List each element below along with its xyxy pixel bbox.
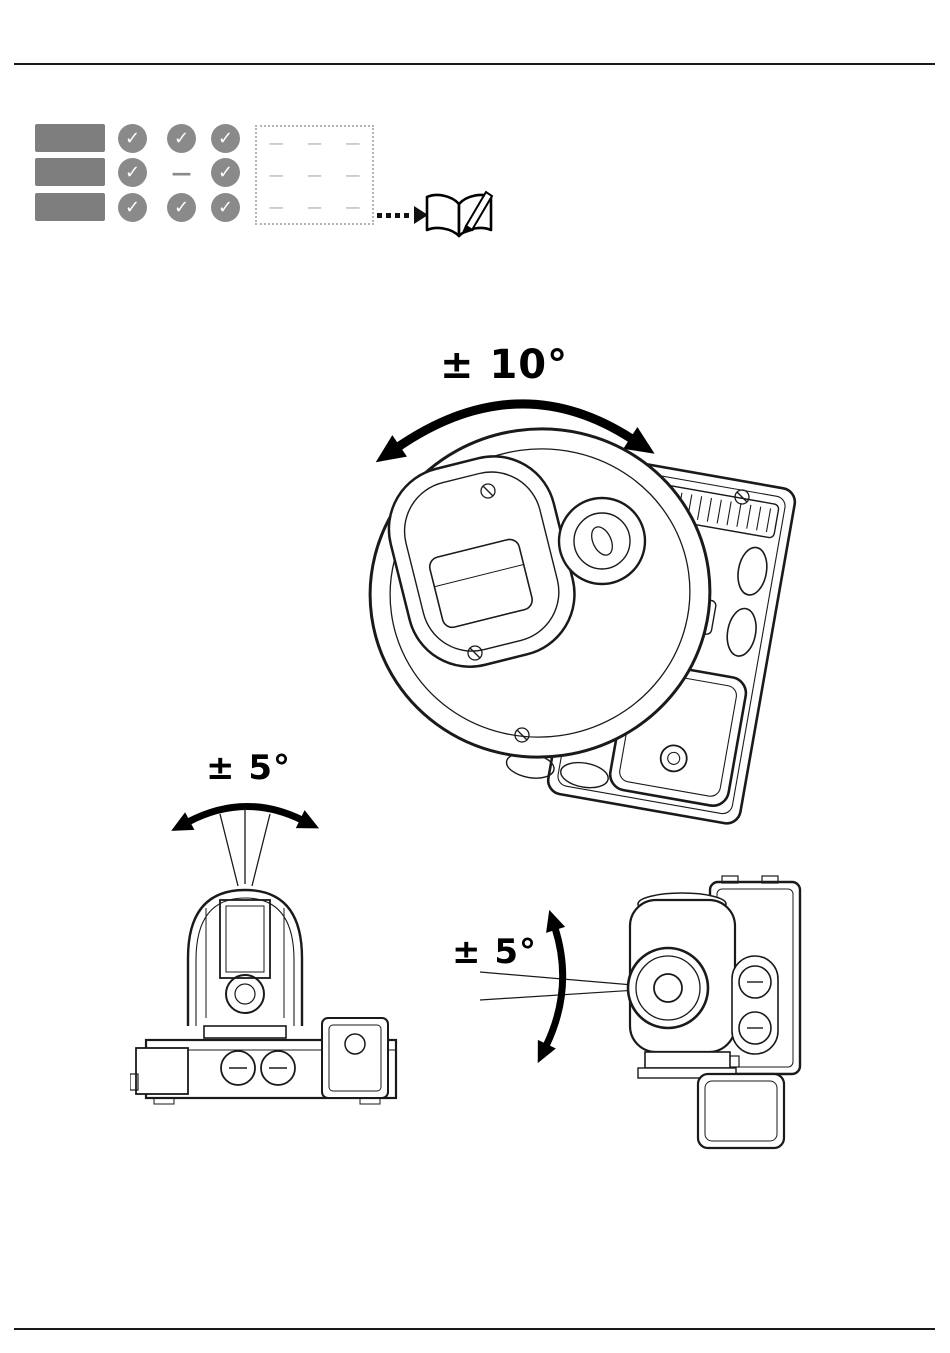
compatibility-legend: ✓ ✓ ✓ ✓ — ✓ ✓ ✓ ✓ — — — — — — — — — — [30, 118, 505, 250]
gray-bar — [35, 124, 105, 152]
check-icon: ✓ — [118, 193, 147, 222]
screw-icons — [467, 483, 750, 743]
lens-drawing — [626, 946, 710, 1030]
dash-mark: — — [345, 198, 361, 216]
check-icon: ✓ — [118, 124, 147, 153]
gray-bar — [35, 193, 105, 221]
dash-icon: — — [171, 160, 192, 185]
tilt-range-front-label: ± 5° — [206, 748, 291, 788]
camera-front-view-drawing — [130, 803, 398, 1105]
book-pencil-icon — [425, 190, 494, 238]
dash-mark: — — [306, 166, 322, 184]
notes-placeholder-box: — — — — — — — — — — [255, 125, 374, 225]
check-icon: ✓ — [167, 124, 196, 153]
dash-mark: — — [306, 198, 322, 216]
dash-mark: — — [345, 134, 361, 152]
dash-mark: — — [306, 134, 322, 152]
bottom-rule — [14, 1328, 935, 1330]
lens-drawing — [557, 496, 647, 586]
tilt-arrow-side-icon — [537, 909, 567, 1064]
check-icon: ✓ — [211, 124, 240, 153]
dash-mark: — — [268, 166, 284, 184]
tilt-range-lines — [219, 808, 271, 887]
check-icon: ✓ — [118, 158, 147, 187]
top-rule — [14, 63, 935, 65]
camera-pan-view-drawing — [368, 399, 797, 825]
pan-arrow-icon — [375, 399, 655, 463]
dash-mark: — — [268, 134, 284, 152]
pan-range-label: ± 10° — [440, 342, 569, 388]
gray-bar — [35, 158, 105, 186]
tilt-range-side-label: ± 5° — [452, 932, 537, 972]
tilt-arrow-front-icon — [171, 803, 320, 831]
check-icon: ✓ — [211, 193, 240, 222]
check-icon: ✓ — [211, 158, 240, 187]
dash-mark: — — [345, 166, 361, 184]
camera-side-view-drawing — [479, 875, 802, 1150]
check-icon: ✓ — [167, 193, 196, 222]
dotted-arrow-icon — [377, 206, 428, 224]
dash-mark: — — [268, 198, 284, 216]
